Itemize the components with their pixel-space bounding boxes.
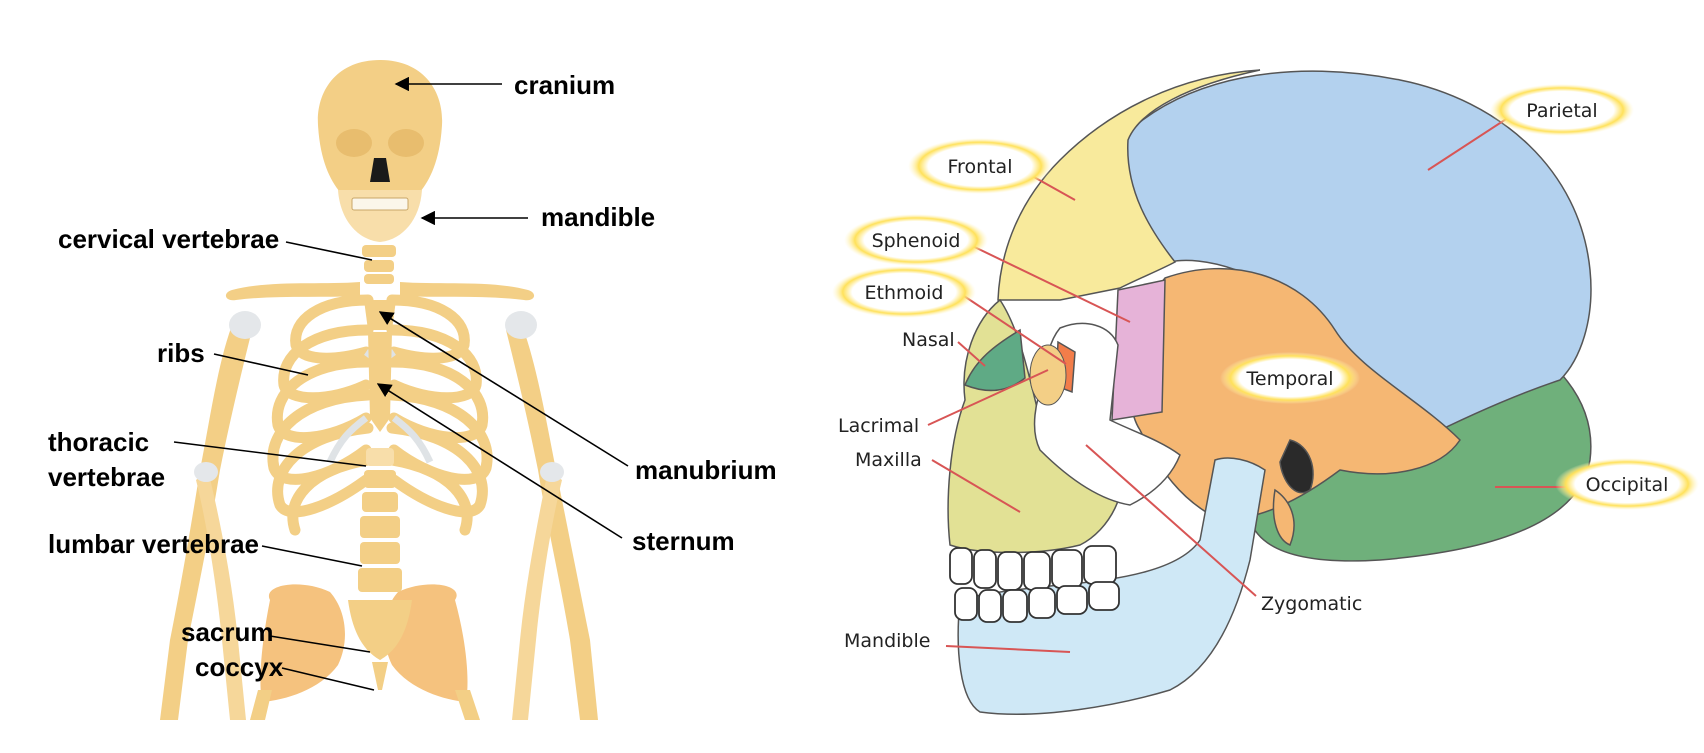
label-mandible-skeleton: mandible (541, 202, 655, 232)
mastoid-process (1272, 488, 1295, 546)
label-temporal: Temporal (1246, 368, 1334, 390)
orbit-right (388, 129, 424, 157)
coccyx-bone (372, 662, 388, 690)
skull-teeth (949, 545, 1120, 623)
label-ribs: ribs (157, 338, 205, 368)
label-nasal: Nasal (902, 329, 955, 351)
femur-left (250, 690, 272, 720)
skeleton-leader-lines (173, 76, 629, 691)
label-sternum: sternum (632, 526, 735, 556)
orbit-cavity (1029, 344, 1067, 406)
label-thoracic-line1: thoracic (48, 427, 149, 457)
left-forearm (196, 470, 246, 720)
label-maxilla: Maxilla (855, 449, 922, 471)
label-zygomatic: Zygomatic (1261, 593, 1362, 615)
parietal-region (1109, 70, 1592, 441)
right-forearm (512, 470, 562, 720)
skeleton-illustration (160, 60, 598, 720)
label-parietal: Parietal (1526, 100, 1597, 122)
clavicle-right (400, 282, 535, 301)
manubrium-bone (364, 300, 396, 330)
right-shoulder-joint (505, 311, 537, 339)
label-cranium: cranium (514, 70, 615, 100)
frontal-region (997, 69, 1261, 301)
orbit-left (336, 129, 372, 157)
ribcage (267, 294, 493, 536)
label-halos (832, 84, 1699, 510)
sternum-bone (368, 332, 392, 432)
left-shoulder-joint (229, 311, 261, 339)
clavicle-left (225, 282, 360, 301)
left-elbow-joint (194, 462, 218, 482)
label-sacrum: sacrum (181, 617, 274, 647)
pelvis-left (260, 584, 345, 702)
label-coccyx: coccyx (195, 652, 284, 682)
label-lumbar-vertebrae: lumbar vertebrae (48, 529, 259, 559)
cranium-bone (317, 60, 443, 192)
label-manubrium: manubrium (635, 455, 777, 485)
right-elbow-joint (540, 462, 564, 482)
femur-right (455, 690, 480, 720)
label-thoracic-line2: vertebrae (48, 462, 165, 492)
label-frontal: Frontal (948, 156, 1013, 178)
label-lacrimal: Lacrimal (838, 415, 919, 437)
label-sphenoid: Sphenoid (872, 230, 961, 252)
spine (348, 245, 412, 690)
label-mandible-skull: Mandible (844, 630, 930, 652)
teeth (351, 197, 409, 211)
label-ethmoid: Ethmoid (865, 282, 944, 304)
label-cervical-vertebrae: cervical vertebrae (58, 224, 279, 254)
label-occipital: Occipital (1586, 474, 1669, 496)
sphenoid-region (1111, 279, 1166, 421)
ear-opening (1279, 439, 1314, 494)
nasal-cavity (370, 158, 390, 182)
sacrum-bone (348, 600, 412, 660)
